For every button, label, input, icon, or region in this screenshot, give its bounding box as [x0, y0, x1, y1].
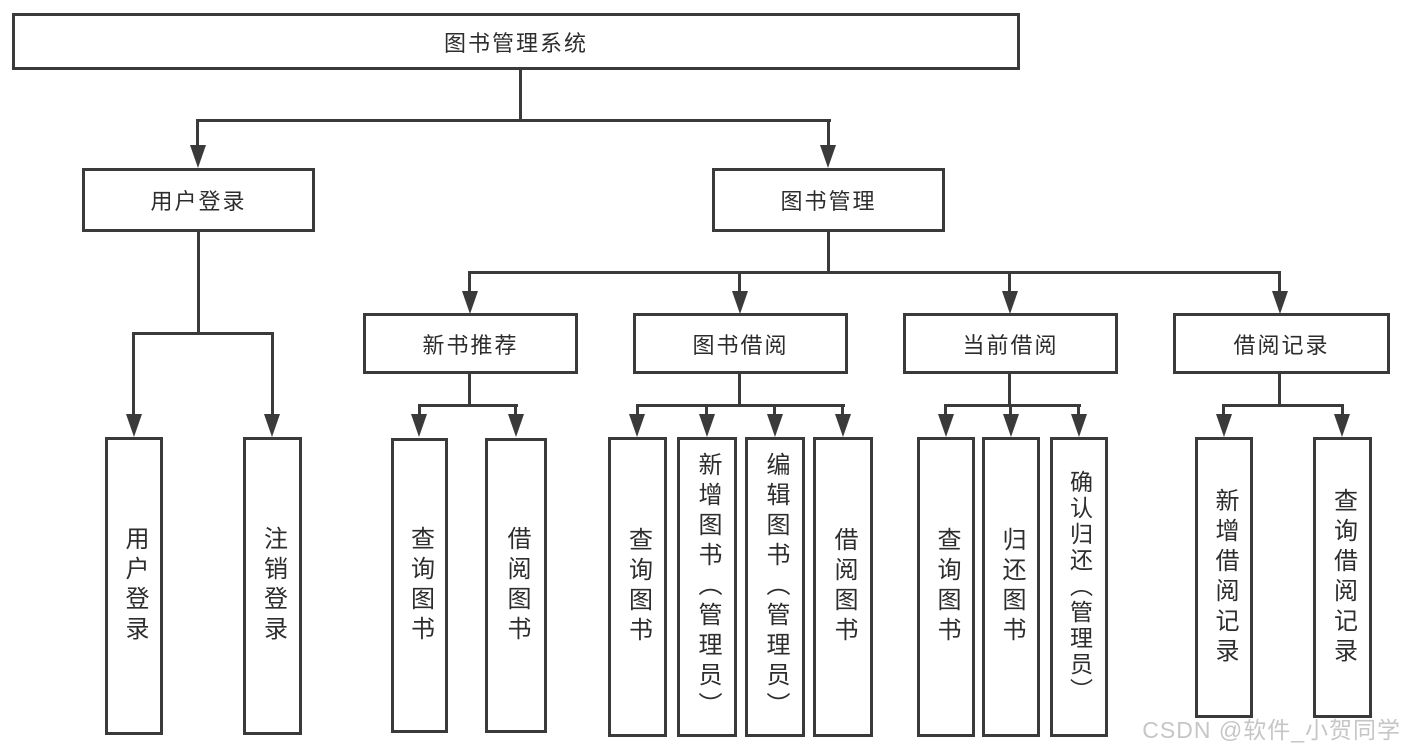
- watermark-text: CSDN @软件_小贺同学: [1142, 717, 1401, 743]
- leaf-label: 新增图书（管理员）: [694, 452, 721, 722]
- leaf-records-add-record: 新增借阅记录: [1195, 437, 1253, 718]
- connector-records-drop-2: [1341, 404, 1344, 420]
- connector-current-rail: [944, 404, 1081, 407]
- arrowhead: [508, 414, 524, 437]
- connector-root-drop-right: [827, 119, 830, 151]
- leaf-label: 新增借阅记录: [1211, 487, 1238, 668]
- arrowhead: [938, 414, 954, 437]
- connector-mgmt-drop-3: [1008, 271, 1011, 295]
- connector-current-drop-1: [944, 404, 947, 420]
- arrowhead: [629, 414, 645, 437]
- node-current-borrow: 当前借阅: [903, 313, 1118, 374]
- leaf-label: 确认归还（管理员）: [1066, 470, 1093, 704]
- connector-current-drop-3: [1077, 404, 1080, 420]
- connector-mgmt-rail: [468, 271, 1281, 274]
- connector-login-drop-1: [132, 332, 135, 417]
- arrowhead: [126, 414, 142, 437]
- connector-mgmt-drop-1: [468, 271, 471, 295]
- leaf-label: 归还图书: [998, 527, 1025, 647]
- connector-mgmt-stem: [827, 231, 830, 274]
- leaf-label: 用户登录: [121, 526, 148, 646]
- arrowhead: [835, 414, 851, 437]
- connector-borrow-drop-3: [773, 404, 776, 420]
- connector-borrow-drop-2: [705, 404, 708, 420]
- leaf-label: 注销登录: [259, 526, 287, 646]
- connector-root-stem: [519, 69, 522, 121]
- connector-login-stem: [197, 231, 200, 335]
- leaf-current-query-books: 查询图书: [917, 437, 975, 737]
- connector-records-rail: [1222, 404, 1344, 407]
- leaf-recommend-borrow-books: 借阅图书: [485, 438, 547, 733]
- leaf-current-confirm-return-admin: 确认归还（管理员）: [1050, 437, 1108, 737]
- arrowhead: [411, 414, 427, 437]
- arrowhead: [1002, 291, 1018, 314]
- arrowhead: [1216, 414, 1232, 437]
- node-new-book-recommend: 新书推荐: [363, 313, 578, 374]
- connector-root-drop-left: [196, 119, 199, 151]
- node-user-login: 用户登录: [82, 168, 315, 232]
- arrowhead: [699, 414, 715, 437]
- arrowhead: [767, 414, 783, 437]
- node-book-borrow: 图书借阅: [633, 313, 848, 374]
- leaf-label: 查询借阅记录: [1329, 487, 1357, 668]
- connector-borrow-rail: [636, 404, 845, 407]
- connector-current-stem: [1008, 372, 1011, 407]
- arrowhead: [1334, 414, 1350, 437]
- connector-login-rail: [132, 332, 274, 335]
- connector-mgmt-drop-2: [738, 271, 741, 295]
- arrowhead: [190, 145, 206, 168]
- node-borrow-records: 借阅记录: [1173, 313, 1390, 374]
- connector-current-drop-2: [1009, 404, 1012, 420]
- connector-mgmt-drop-4: [1278, 271, 1281, 295]
- connector-recommend-stem: [468, 372, 471, 407]
- connector-recommend-drop-1: [418, 404, 421, 420]
- leaf-label: 查询图书: [406, 525, 434, 646]
- leaf-current-return-books: 归还图书: [982, 437, 1040, 737]
- node-book-management: 图书管理: [712, 168, 945, 232]
- connector-borrow-drop-4: [841, 404, 844, 420]
- leaf-label: 借阅图书: [830, 527, 857, 647]
- leaf-logout: 注销登录: [243, 437, 302, 735]
- leaf-borrow-add-books-admin: 新增图书（管理员）: [677, 437, 737, 737]
- arrowhead: [820, 145, 836, 168]
- arrowhead: [462, 291, 478, 314]
- node-root-system: 图书管理系统: [12, 13, 1020, 70]
- arrowhead: [1003, 414, 1019, 437]
- leaf-borrow-edit-books-admin: 编辑图书（管理员）: [745, 437, 805, 737]
- leaf-label: 编辑图书（管理员）: [762, 452, 789, 722]
- leaf-records-query-record: 查询借阅记录: [1313, 437, 1372, 718]
- connector-login-drop-2: [271, 332, 274, 417]
- connector-recommend-rail: [418, 404, 518, 407]
- arrowhead: [1272, 291, 1288, 314]
- connector-borrow-drop-1: [636, 404, 639, 420]
- leaf-label: 借阅图书: [503, 525, 530, 646]
- connector-root-rail: [196, 119, 831, 122]
- connector-records-drop-1: [1222, 404, 1225, 420]
- connector-recommend-drop-2: [514, 404, 517, 420]
- leaf-borrow-query-books: 查询图书: [608, 437, 667, 737]
- connector-borrow-stem: [738, 372, 741, 407]
- arrowhead: [264, 414, 280, 437]
- leaf-user-login: 用户登录: [105, 437, 163, 735]
- connector-records-stem: [1278, 373, 1281, 407]
- leaf-label: 查询图书: [624, 527, 652, 647]
- arrowhead: [732, 291, 748, 314]
- leaf-label: 查询图书: [933, 527, 960, 647]
- leaf-borrow-borrow-books: 借阅图书: [813, 437, 873, 737]
- leaf-recommend-query-books: 查询图书: [391, 438, 448, 733]
- arrowhead: [1071, 414, 1087, 437]
